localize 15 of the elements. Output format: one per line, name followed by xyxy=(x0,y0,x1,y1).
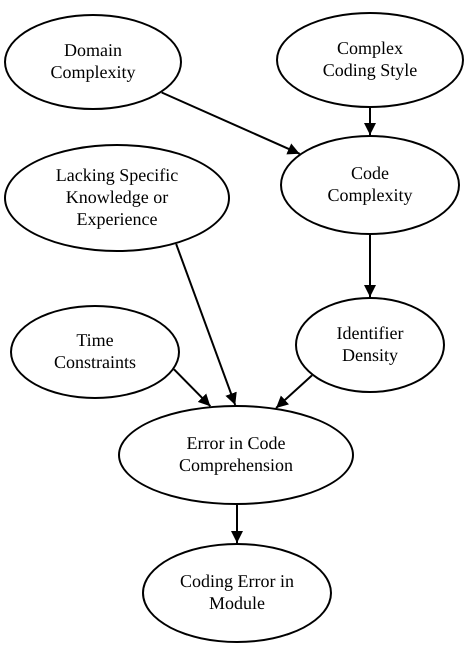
arrow xyxy=(231,505,243,543)
arrow xyxy=(173,368,212,407)
node-label: Coding Error in Module xyxy=(180,571,294,615)
arrow xyxy=(364,108,376,135)
arrow xyxy=(364,235,376,297)
node-label: Time Constraints xyxy=(52,330,137,374)
node-label: Code Complexity xyxy=(326,163,414,207)
node-label: Domain Complexity xyxy=(50,40,136,84)
arrow xyxy=(161,92,300,155)
arrow xyxy=(275,374,313,409)
node-label: Complex Coding Style xyxy=(322,38,418,82)
arrow xyxy=(175,244,237,406)
node-label: Identifier Density xyxy=(336,323,404,367)
node-label: Error in Code Comprehension xyxy=(178,433,294,477)
node-label: Lacking Specific Knowledge or Experience xyxy=(54,165,180,231)
